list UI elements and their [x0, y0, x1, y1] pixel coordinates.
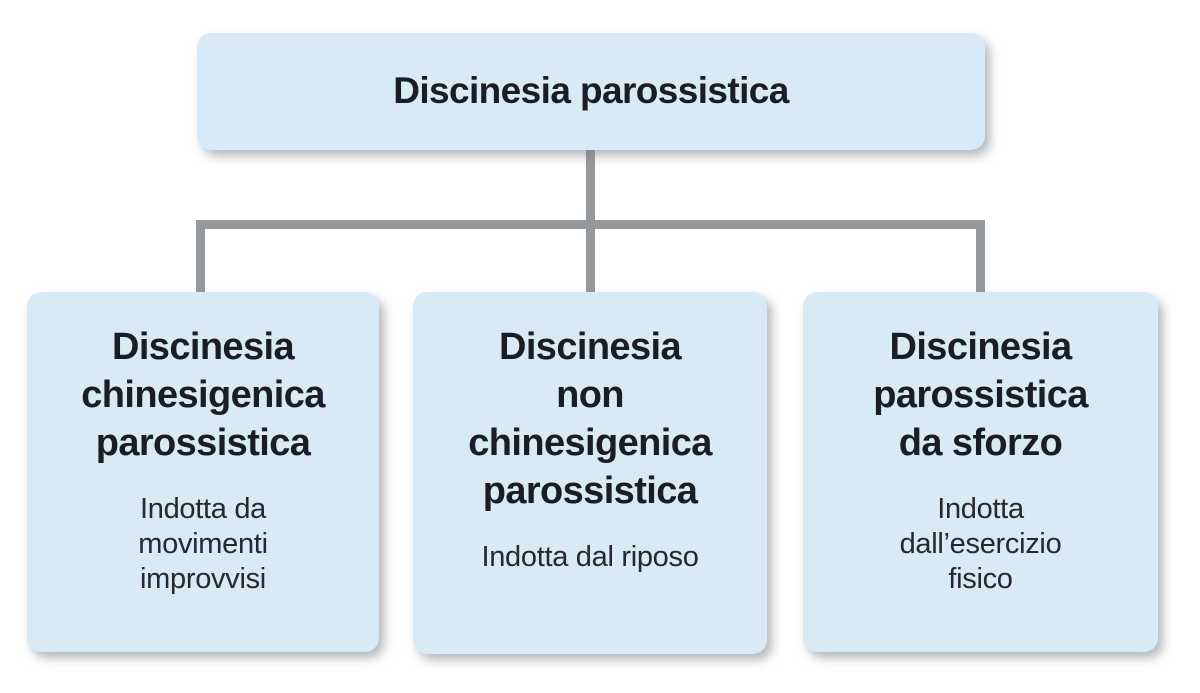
- connector-right-stem: [976, 220, 985, 296]
- node-discinesia-parossistica: Discinesia parossistica: [197, 33, 985, 150]
- node-discinesia-parossistica-da-sforzo: Discinesia parossistica da sforzo Indott…: [803, 292, 1158, 652]
- child-node-subtitle: Indotta dall’esercizio fisico: [899, 492, 1062, 596]
- child-node-subtitle: Indotta dal riposo: [481, 540, 699, 573]
- root-node-title: Discinesia parossistica: [393, 70, 789, 112]
- node-discinesia-chinesigenica-parossistica: Discinesia chinesigenica parossistica In…: [27, 292, 379, 652]
- child-node-title: Discinesia parossistica da sforzo: [873, 326, 1088, 464]
- node-discinesia-non-chinesigenica-parossistica: Discinesia non chinesigenica parossistic…: [413, 292, 767, 654]
- child-node-title: Discinesia non chinesigenica parossistic…: [468, 326, 712, 512]
- child-node-subtitle: Indotta da movimenti improvvisi: [138, 492, 268, 596]
- connector-left-stem: [196, 220, 205, 296]
- child-node-title: Discinesia chinesigenica parossistica: [81, 326, 325, 464]
- connector-branch-bar: [196, 220, 985, 229]
